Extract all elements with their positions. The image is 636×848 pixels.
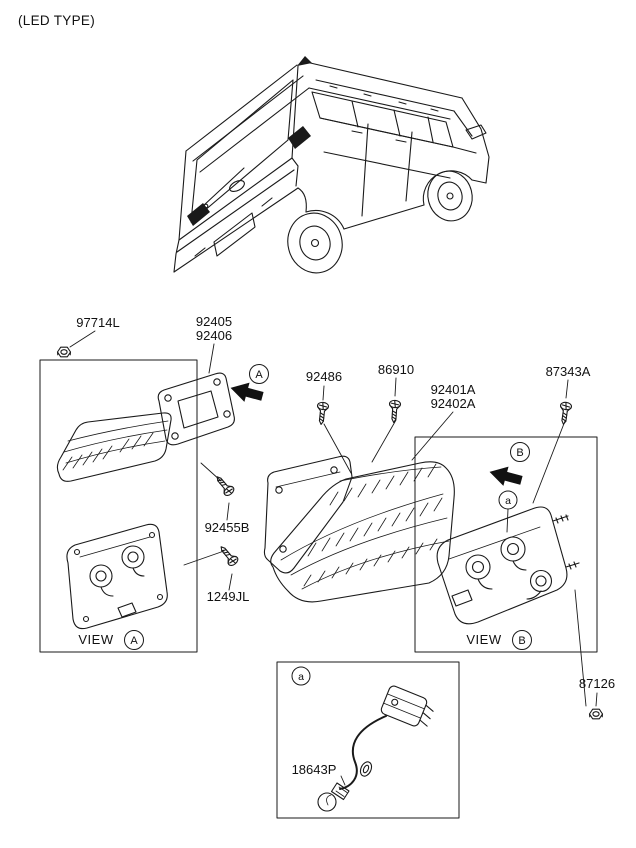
diagram-type-label: (LED TYPE)	[18, 13, 95, 28]
callout-letter-A: A	[255, 369, 263, 381]
screw-icon-92486	[315, 401, 330, 426]
view-b-caption-circle	[512, 630, 532, 650]
tail-lamp-left-silhouette	[187, 203, 210, 226]
inner-lamp-lens-drawing	[56, 412, 172, 482]
view-b-caption-letter: B	[518, 635, 525, 647]
callout-letter-B: B	[516, 447, 523, 459]
roof-antenna-icon	[297, 56, 312, 66]
bulb-glass	[317, 792, 337, 812]
side-mirror	[465, 124, 487, 140]
part-label-1249JL[interactable]: 1249JL	[207, 589, 250, 604]
screw-icon-87343A	[557, 401, 573, 426]
view-b-box	[414, 436, 598, 653]
nut-icon-97714L	[56, 346, 72, 358]
view-b-caption: VIEW	[466, 632, 501, 647]
part-label-86910[interactable]: 86910	[378, 362, 414, 377]
part-label-92401A[interactable]: 92401A	[431, 382, 476, 397]
detail-box-circle-a	[291, 666, 311, 686]
gasket-drawing	[157, 372, 235, 446]
view-a-caption-circle	[124, 630, 144, 650]
part-label-92406[interactable]: 92406	[196, 328, 232, 343]
arrow-a-icon	[230, 382, 264, 402]
part-label-92402A[interactable]: 92402A	[431, 396, 476, 411]
screw-icon-1249JL	[216, 542, 241, 568]
leader-lines	[69, 330, 598, 786]
nut-icon-87126	[588, 708, 604, 720]
bulb-holder-drawing	[317, 685, 434, 812]
tail-lamp-right-silhouette	[288, 126, 311, 149]
arrow-b-icon	[489, 466, 523, 486]
part-label-92486[interactable]: 92486	[306, 369, 342, 384]
bulb-base	[330, 782, 350, 801]
detail-box-a	[276, 661, 460, 819]
screw-icon-86910	[387, 399, 402, 424]
part-label-92405[interactable]: 92405	[196, 314, 232, 329]
detail-box-letter-a: a	[298, 671, 304, 683]
part-label-18643P[interactable]: 18643P	[292, 762, 337, 777]
part-label-87126[interactable]: 87126	[579, 676, 615, 691]
callout-letter-a: a	[505, 495, 511, 507]
outer-lamp-back-drawing	[436, 506, 580, 625]
part-label-87343A[interactable]: 87343A	[546, 364, 591, 379]
callout-circle-view-a	[249, 364, 269, 384]
view-a-caption: VIEW	[78, 632, 113, 647]
view-a-box	[39, 359, 198, 653]
part-label-97714L[interactable]: 97714L	[76, 315, 119, 330]
part-label-92455B[interactable]: 92455B	[205, 520, 250, 535]
view-a-caption-letter: A	[130, 635, 138, 647]
outer-lamp-drawing	[263, 455, 455, 603]
inner-lamp-back-drawing	[66, 523, 168, 630]
vehicle-illustration	[173, 56, 490, 274]
callout-circle-view-b	[510, 442, 530, 462]
callout-circle-detail-a	[498, 490, 518, 510]
